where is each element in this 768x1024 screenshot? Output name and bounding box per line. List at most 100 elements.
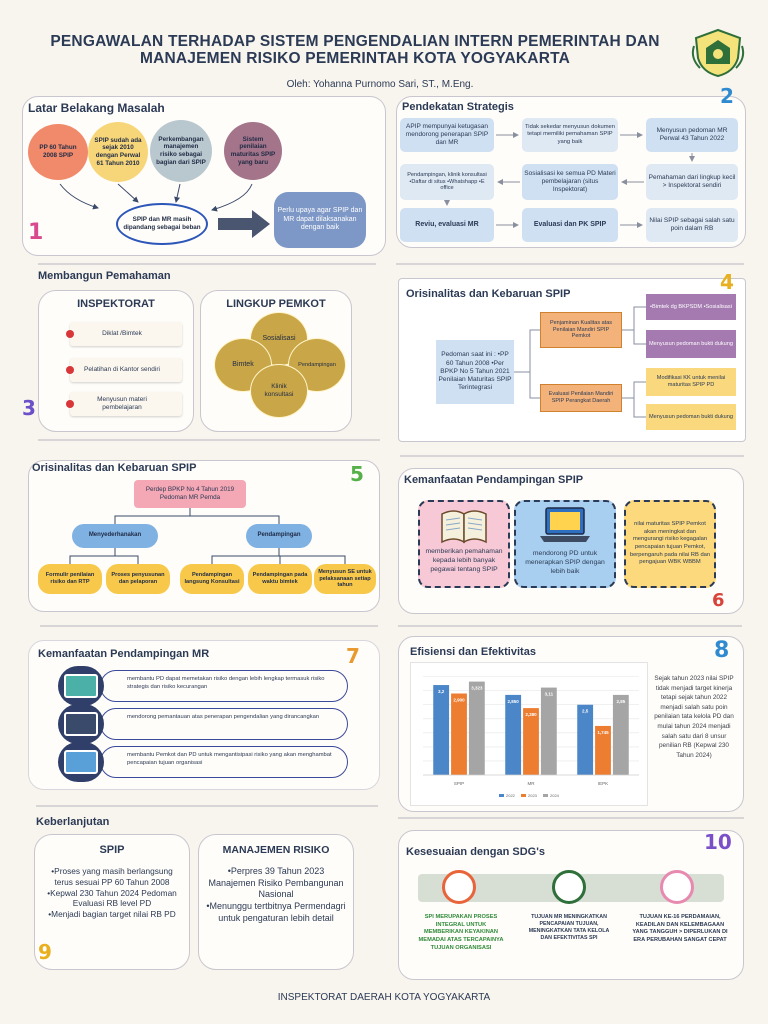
data-label: 3,323: [471, 686, 483, 691]
pedoman-bukti-box-2: Menyusun pedoman bukti dukung: [646, 404, 736, 430]
legend-swatch: [543, 794, 548, 797]
pedoman-box: Pedoman saat ini : •PP 60 Tahun 2008 •Pe…: [436, 340, 514, 404]
title-line-1: PENGAWALAN TERHADAP SISTEM PENGENDALIAN …: [50, 33, 660, 50]
section-9-number: 9: [38, 940, 52, 964]
section-6-number: 6: [712, 590, 725, 611]
bubble-spip-2010: SPIP sudah ada sejak 2010 dengan Perwal …: [88, 122, 148, 182]
proses-pill: Proses penyusunan dan pelaporan: [106, 564, 170, 594]
sdg-text-1: SPI MERUPAKAN PROSES INTEGRAL UNTUK MEMB…: [418, 914, 504, 951]
mr-benefit-item: membantu PD dapat memetakan risiko denga…: [100, 670, 348, 702]
result-box: Perlu upaya agar SPIP dan MR dapat dilak…: [274, 192, 366, 248]
strategy-box-6: Pemahaman dari lingkup kecil > Inspektor…: [646, 164, 738, 200]
keberlanjutan-spip-items: •Proses yang masih berlangsung terus ses…: [42, 866, 182, 920]
bar-2023-IEPK: [595, 725, 611, 775]
pendampingan-pill: Pendampingan: [246, 524, 312, 548]
section-10-number: 10: [704, 830, 732, 854]
bar-2024-SPIP: [468, 681, 485, 775]
section-7-title: Kemanfaatan Pendampingan MR: [38, 648, 210, 660]
spip-item: •Proses yang masih berlangsung terus ses…: [51, 866, 173, 887]
section-1-title: Latar Belakang Masalah: [28, 101, 165, 115]
section-8-title: Efisiensi dan Efektivitas: [410, 646, 536, 658]
menyederhanakan-pill: Menyederhanakan: [72, 524, 158, 548]
strategy-box-4: Pendampingan, klinik konsultasi •Daftar …: [400, 164, 494, 200]
benefit-text-1: memberikan pemahaman kepada lebih banyak…: [425, 548, 503, 573]
penjaminan-box: Penjaminan Kualitas atas Penilaian Mandi…: [540, 312, 622, 348]
inspektorat-heading: INSPEKTORAT: [77, 298, 155, 310]
meeting-icon: [58, 666, 104, 706]
legend-label: 2023: [528, 793, 538, 798]
title-line-2: MANAJEMEN RISIKO PEMERINTAH KOTA YOGYAKA…: [140, 50, 570, 67]
spip-item: •Menjadi bagian target nilai RB PD: [48, 909, 176, 920]
mr-benefit-item: membantu Pemkot dan PD untuk mengantisip…: [100, 746, 348, 778]
ellipse-beban: SPIP dan MR masih dipandang sebagai beba…: [116, 203, 208, 245]
benefit-text-2: mendorong PD untuk menerapkan SPIP denga…: [525, 550, 605, 575]
projector-icon: [58, 704, 104, 744]
section-sdgs: [398, 830, 744, 980]
city-emblem-icon: [690, 28, 746, 78]
poster-title: PENGAWALAN TERHADAP SISTEM PENGENDALIAN …: [20, 33, 690, 67]
section-1-number: 1: [28, 220, 44, 245]
section-2-title: Pendekatan Strategis: [402, 101, 514, 113]
x-tick-label: MR: [528, 781, 536, 786]
keberlanjutan-mr-heading: MANAJEMEN RISIKO: [222, 844, 330, 856]
pendampingan-bimtek-pill: Pendampingan pada waktu bimtek: [248, 564, 312, 594]
mr-item: •Menunggu tertbitnya Permendagri untuk p…: [206, 901, 346, 923]
bimtek-box: •Bimtek dg BKPSDM •Sosialisasi: [646, 294, 736, 320]
efisiensi-text: Sejak tahun 2023 nilai SPIP tidak menjad…: [654, 675, 734, 759]
mr-benefit-text: mendorong pemantauan atas penerapan peng…: [127, 714, 320, 720]
sdg-circle-1: [442, 870, 476, 904]
section-4-number: 4: [720, 270, 734, 294]
keberlanjutan-spip-heading: SPIP: [99, 844, 125, 856]
strategy-box-2: Tidak sekedar menyusun dokumen tetapi me…: [522, 118, 618, 152]
bar-2023-SPIP: [451, 693, 467, 775]
data-label: 2,900: [453, 697, 465, 702]
formulir-pill: Formulir penilaian risiko dan RTP: [38, 564, 102, 594]
menyusun-se-pill: Menyusun SE untuk pelaksanaan setiap tah…: [314, 564, 376, 594]
mr-item: •Perpres 39 Tahun 2023 Manajemen Risiko …: [208, 866, 344, 900]
team-icon: [58, 742, 104, 782]
lingkup-pemkot-heading: LINGKUP PEMKOT: [226, 298, 326, 310]
modifikasi-kk-box: Modifikasi KK untuk menilai maturitas SP…: [646, 368, 736, 396]
inspektorat-item: Diklat /Bimtek: [66, 322, 182, 346]
strategy-box-5: Sosialisasi ke semua PD Materi pembelaja…: [522, 164, 618, 200]
x-tick-label: IEPK: [598, 781, 608, 786]
perdep-box: Perdep BPKP No 4 Tahun 2019 Pedoman MR P…: [134, 480, 246, 508]
data-label: 2,5: [582, 709, 589, 714]
inspektorat-item-label: Diklat /Bimtek: [102, 329, 142, 337]
venn-klinik-konsultasi: Klinik konsultasi: [250, 364, 308, 418]
mr-benefit-item: mendorong pemantauan atas penerapan peng…: [100, 708, 348, 740]
footer: INSPEKTORAT DAERAH KOTA YOGYAKARTA: [277, 992, 491, 1003]
legend-swatch: [499, 794, 504, 797]
legend-swatch: [521, 794, 526, 797]
data-label: 2,85: [616, 699, 625, 704]
book-icon: [438, 506, 490, 546]
bar-2024-MR: [540, 687, 557, 775]
bar-2022-IEPK: [577, 704, 594, 775]
bubble-manajemen-risiko: Perkembangan manajemen risiko sebagai ba…: [150, 120, 212, 182]
bar-chart: 3,22,9003,323SPIP2,8502,3803,11MR2,51,74…: [423, 676, 639, 798]
inspektorat-item-label: Menyusun materi pembelajaran: [97, 395, 147, 411]
legend-label: 2024: [550, 793, 560, 798]
bullet-icon: [66, 330, 74, 338]
spip-item: •Kepwal 230 Tahun 2024 Pedoman Evaluasi …: [47, 887, 177, 909]
section-5-title: Orisinalitas dan Kebaruan SPIP: [32, 462, 197, 474]
section-5-number: 5: [350, 462, 364, 486]
inspektorat-item-label: Pelatihan di Kantor sendiri: [84, 365, 160, 373]
keberlanjutan-mr-items: •Perpres 39 Tahun 2023 Manajemen Risiko …: [204, 866, 348, 924]
strategy-box-1: APIP mempunyai ketugasan mendorong pener…: [400, 118, 494, 152]
sdg-circle-3: [660, 870, 694, 904]
x-tick-label: SPIP: [454, 781, 464, 786]
keberlanjutan-spip-panel: [34, 834, 190, 970]
author: Oleh: Yohanna Purnomo Sari, ST., M.Eng.: [286, 79, 474, 90]
sdg-circle-2: [552, 870, 586, 904]
laptop-icon: [538, 506, 592, 546]
bar-2023-MR: [523, 708, 539, 775]
section-6-title: Kemanfaatan Pendampingan SPIP: [404, 474, 584, 486]
section-4-title: Orisinalitas dan Kebaruan SPIP: [406, 288, 571, 300]
bullet-icon: [66, 366, 74, 374]
section-3-number: 3: [22, 396, 36, 420]
keberlanjutan-mr-panel: [198, 834, 354, 970]
bubble-maturitas: Sistem penilaian maturitas SPIP yang bar…: [224, 122, 282, 180]
bar-2022-SPIP: [433, 685, 450, 775]
data-label: 3,11: [545, 692, 554, 697]
